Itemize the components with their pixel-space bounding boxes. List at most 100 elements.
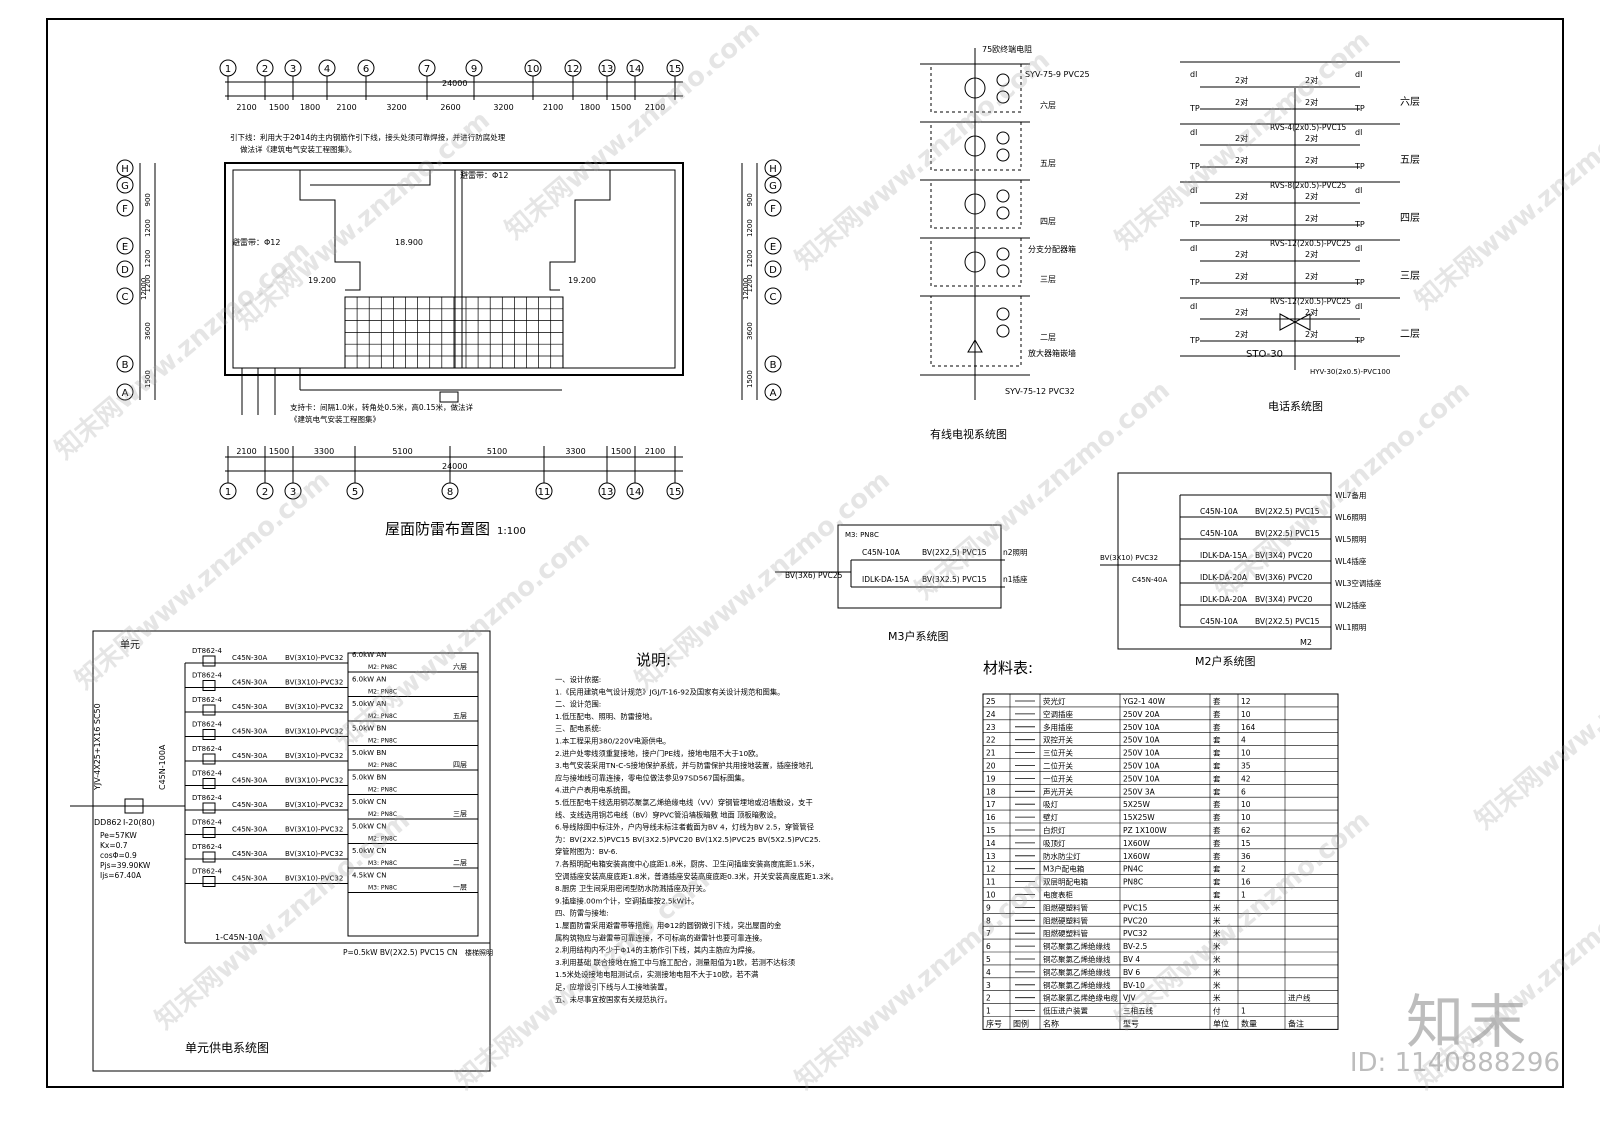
unit-row-floor: 三层 — [453, 810, 467, 818]
phone-pairs: 2对 — [1235, 191, 1248, 201]
roof-note-support2: 《建筑电气安装工程图集》 — [290, 414, 380, 424]
unit-row-meter: DT862-4 — [192, 843, 223, 851]
phone-cable-3: RVS-12(2x0.5)-PVC25 — [1270, 239, 1351, 248]
axis-label: E — [122, 242, 128, 253]
m3-breaker: C45N-10A — [862, 548, 901, 557]
phone-pairs: 2对 — [1305, 307, 1318, 317]
axis-bubble — [116, 237, 134, 255]
unit-calc-3: cosΦ=0.9 — [100, 851, 137, 860]
axis-bubble — [764, 383, 782, 401]
table-cell: BV-2.5 — [1123, 942, 1147, 951]
table-cell: 20 — [986, 762, 996, 771]
unit-row-box: M2: PN8C — [368, 836, 397, 843]
unit-meter-box — [202, 778, 216, 789]
axis-label: A — [122, 388, 129, 399]
notes-line: 穿管附图为：BV-6. — [555, 847, 618, 856]
unit-row-box: M2: PN8C — [368, 713, 397, 720]
table-cell: 250V 10A — [1123, 762, 1160, 771]
axis-label: 15 — [669, 64, 682, 75]
phone-cable-2: RVS-8(2x0.5)-PVC25 — [1270, 181, 1347, 190]
unit-row-load: 4.5kW CN — [352, 872, 386, 880]
unit-row-floor: 一层 — [453, 884, 467, 892]
m2-use: WL1照明 — [1335, 623, 1366, 632]
phone-pairs: 2对 — [1305, 97, 1318, 107]
table-cell: 米 — [1213, 954, 1221, 964]
notes-line: 1.低压配电、照明、防雷接地。 — [555, 712, 657, 721]
dim-label: 2100 — [336, 103, 356, 112]
table-cell: 1 — [1241, 891, 1246, 900]
table-cell: 米 — [1213, 941, 1221, 951]
table-cell: 声光开关 — [1043, 786, 1073, 796]
dim-label: 1500 — [746, 370, 754, 388]
m3-incoming: BV(3X6) PVC25 — [785, 571, 843, 580]
table-cell: 进户线 — [1288, 993, 1311, 1003]
unit-row-box: M2: PN8C — [368, 689, 397, 696]
unit-meter-box — [202, 729, 216, 740]
table-cell: 36 — [1241, 852, 1251, 861]
axis-bubble — [116, 159, 134, 177]
unit-last-breaker: 1-C45N-10A — [215, 933, 264, 942]
dim-label: 5100 — [487, 447, 507, 456]
dim-label: 1500 — [611, 447, 631, 456]
table-cell: PZ 1X100W — [1123, 826, 1167, 835]
unit-meter: DD862 — [94, 818, 122, 827]
phone-floor: 五层 — [1400, 154, 1420, 166]
roof-elev-1: 19.200 — [308, 276, 336, 285]
table-cell: 15X25W — [1123, 813, 1155, 822]
table-cell: 35 — [1241, 762, 1251, 771]
unit-row-breaker: C45N-30A — [232, 875, 267, 883]
axis-label: B — [770, 360, 777, 371]
table-cell: PN4C — [1123, 865, 1143, 874]
table-cell: 套 — [1213, 786, 1221, 796]
axis-label: 11 — [538, 487, 551, 498]
notes-line: 应与接地线可靠连接，零电位做法参见97SD567国标图集。 — [555, 773, 749, 782]
dim-label: 2100 — [645, 447, 665, 456]
phone-pairs: 2对 — [1235, 75, 1248, 85]
axis-bubble — [764, 355, 782, 373]
unit-row-load: 6.0kW AN — [352, 676, 386, 684]
axis-label: 3 — [290, 487, 296, 498]
axis-label: E — [770, 242, 776, 253]
table-cell: 套 — [1213, 877, 1221, 887]
unit-row-meter: DT862-4 — [192, 819, 223, 827]
table-cell: 套 — [1213, 709, 1221, 719]
notes-title: 说明: — [636, 651, 671, 669]
axis-bubble — [764, 159, 782, 177]
notes-line: 7.各照明配电箱安装高度中心底距1.8米，厨房、卫生间插座安装高度底距1.5米， — [555, 860, 819, 869]
notes-line: 3.利用基础 联合接地在施工中与施工配合，测量阻值为1欧，若测不达标须 — [555, 958, 796, 967]
table-cell: 15 — [1241, 839, 1251, 848]
table-cell: 9 — [986, 903, 991, 912]
dim-label: 900 — [746, 193, 754, 206]
tv-floor-5: 五层 — [1040, 159, 1056, 168]
table-cell: 付 — [1213, 1006, 1221, 1016]
axis-label: H — [769, 164, 777, 175]
phone-pairs: 2对 — [1305, 75, 1318, 85]
roof-note-down: 引下线：利用大于2Φ14的主内钢筋作引下线，接头处须可靠焊接，并进行防腐处理 — [230, 132, 506, 142]
phone-dl: dl — [1190, 302, 1197, 311]
axis-bubble — [116, 287, 134, 305]
roof-note-belt2: 避雷带：Φ12 — [460, 170, 508, 180]
table-cell: 套 — [1213, 761, 1221, 771]
table-cell: 三相五线 — [1123, 1006, 1153, 1016]
table-cell: 空调插座 — [1043, 709, 1073, 719]
table-header: 备注 — [1288, 1018, 1304, 1028]
roof-elev-3: 19.200 — [568, 276, 596, 285]
notes-line: 1.本工程采用380/220V电源供电。 — [555, 737, 670, 746]
table-cell: 10 — [1241, 800, 1251, 809]
unit-meter-box — [202, 876, 216, 887]
table-cell: 三位开关 — [1043, 748, 1073, 758]
table-cell: 多用插座 — [1043, 722, 1073, 732]
table-cell: BV 6 — [1123, 968, 1140, 977]
table-cell: 2 — [986, 994, 991, 1003]
unit-row-meter: DT862-4 — [192, 696, 223, 704]
dim-label: 2100 — [236, 447, 256, 456]
table-cell: 10 — [1241, 710, 1251, 719]
table-cell: YG2-1 40W — [1122, 697, 1166, 706]
axis-label: 13 — [601, 487, 614, 498]
unit-row-load: 5.0kW CN — [352, 798, 386, 806]
unit-row-meter: DT862-4 — [192, 647, 223, 655]
table-cell: 250V 10A — [1123, 736, 1160, 745]
phone-pairs: 2对 — [1235, 213, 1248, 223]
dim-label: 3600 — [144, 322, 152, 340]
